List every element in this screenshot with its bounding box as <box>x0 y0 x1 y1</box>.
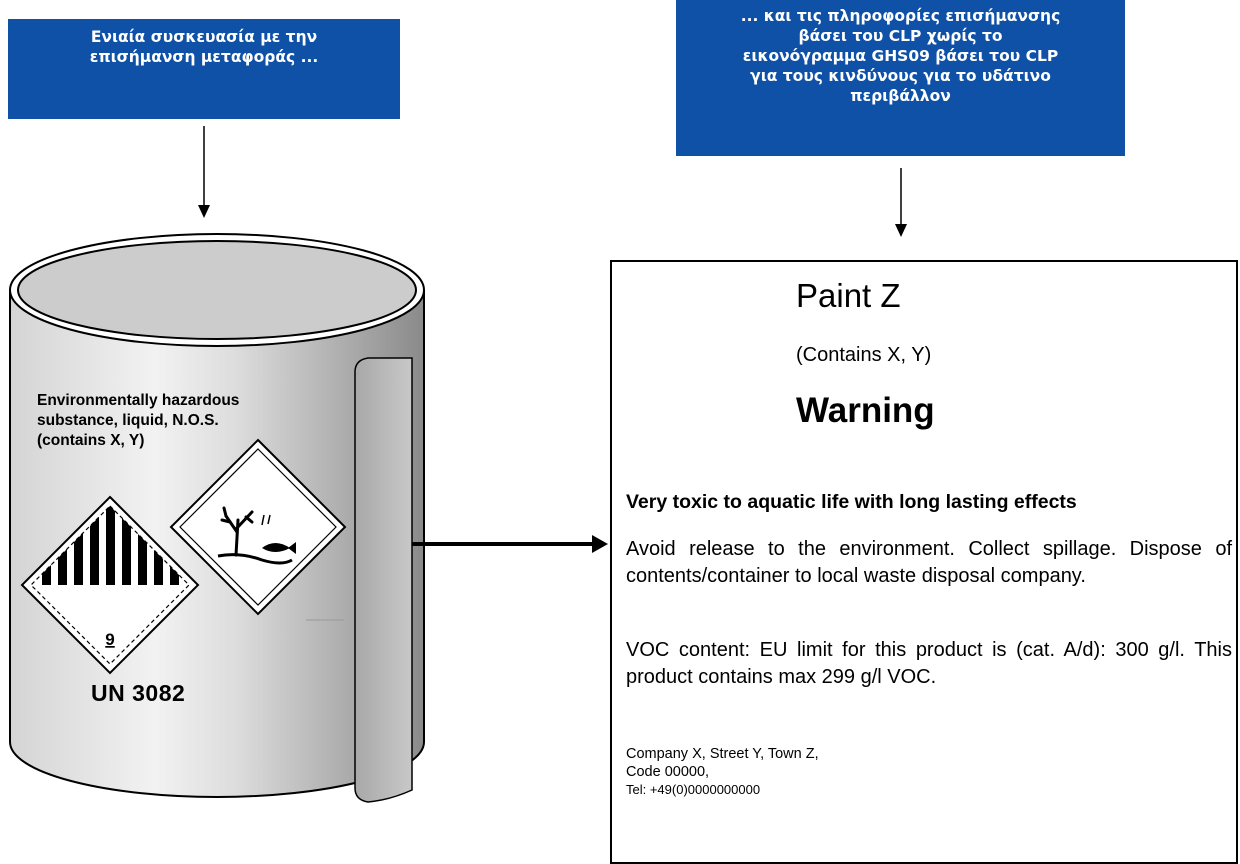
signal-word: Warning <box>796 391 935 430</box>
callout-left: Ενιαία συσκευασία με την επισήμανση μετα… <box>8 19 400 119</box>
callout-left-line-1: Ενιαία συσκευασία με την <box>90 28 318 46</box>
contains-text: (Contains X, Y) <box>796 344 932 366</box>
drum-illustration: 9 <box>9 233 425 803</box>
company-line-3: Tel: +49(0)0000000000 <box>626 782 761 797</box>
company-line-1: Company X, Street Y, Town Z, <box>626 746 819 762</box>
voc-statement: VOC content: EU limit for this product i… <box>626 639 1232 688</box>
dead-tree-icon <box>220 506 254 557</box>
drum-side-panel <box>354 357 413 803</box>
callout-left-line-2: επισήμανση μεταφοράς ... <box>89 48 319 66</box>
precautionary-statement: Avoid release to the environment. Collec… <box>626 538 1232 587</box>
drum-lid-inner <box>17 240 417 340</box>
dead-fish-icon <box>262 542 296 554</box>
callout-right-line-4: για τους κινδύνους για το υδάτινο <box>750 67 1051 85</box>
environment-hazard-diamond <box>169 438 347 616</box>
transport-description: Environmentally hazardous substance, liq… <box>37 391 239 451</box>
product-name: Paint Z <box>796 277 901 314</box>
clp-label-box <box>610 260 1238 864</box>
company-address: Company X, Street Y, Town Z, Code 00000,… <box>626 745 819 799</box>
arrow-down-right <box>895 168 907 237</box>
un-number: UN 3082 <box>91 680 186 706</box>
callout-right-line-3: εικονόγραμμα GHS09 βάσει του CLP <box>742 47 1059 65</box>
callout-right-line-5: περιβάλλον <box>850 87 951 105</box>
company-line-2: Code 00000, <box>626 764 710 780</box>
transport-line-3: (contains X, Y) <box>37 432 145 449</box>
class-9-diamond: 9 <box>20 495 200 675</box>
callout-right: ... και τις πληροφορίες επισήμανσης βάσε… <box>676 0 1125 156</box>
transport-line-1: Environmentally hazardous <box>37 392 240 409</box>
callout-right-line-2: βάσει του CLP χωρίς το <box>798 27 1003 45</box>
hazard-statement: Very toxic to aquatic life with long las… <box>626 491 1077 513</box>
class-number: 9 <box>105 630 114 649</box>
callout-right-line-1: ... και τις πληροφορίες επισήμανσης <box>740 7 1061 25</box>
transport-line-2: substance, liquid, N.O.S. <box>37 412 219 429</box>
